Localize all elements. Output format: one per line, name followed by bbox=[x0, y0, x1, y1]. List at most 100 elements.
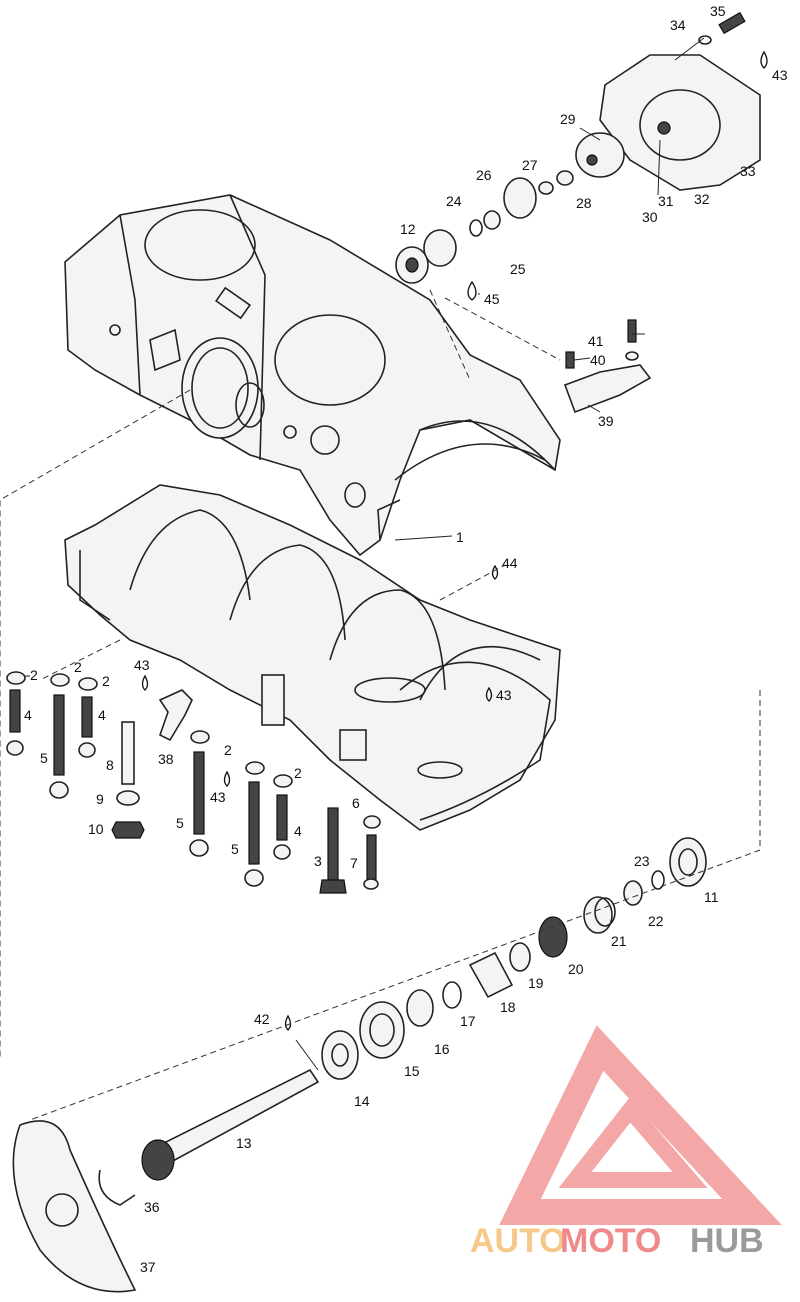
svg-text:HUB: HUB bbox=[690, 1222, 764, 1260]
label-21: 21 bbox=[611, 933, 627, 949]
label-37: 37 bbox=[140, 1259, 156, 1275]
ring-23 bbox=[651, 870, 665, 890]
cover-33 bbox=[599, 54, 761, 191]
bearing-11 bbox=[669, 837, 707, 887]
label-34: 34 bbox=[670, 17, 686, 33]
seal-14 bbox=[321, 1030, 359, 1080]
elbow-fitting-38 bbox=[158, 689, 193, 742]
label-2: 2 bbox=[74, 659, 82, 675]
fastener-cluster-left bbox=[6, 671, 381, 894]
label-26: 26 bbox=[476, 167, 492, 183]
spring-21 bbox=[583, 896, 613, 934]
circlip-36 bbox=[98, 1169, 136, 1206]
bolt-41 bbox=[627, 319, 637, 343]
watermark-logo bbox=[499, 1025, 782, 1225]
seal-26 bbox=[503, 177, 537, 219]
label-4: 4 bbox=[98, 707, 106, 723]
part-labels: 1 2 2 2 2 2 3 4 4 4 5 5 5 6 7 8 9 10 11 … bbox=[24, 3, 788, 1275]
label-2: 2 bbox=[294, 765, 302, 781]
bolt-7 bbox=[366, 834, 377, 881]
leader-lines bbox=[24, 37, 705, 1071]
label-24: 24 bbox=[446, 193, 462, 209]
label-4: 4 bbox=[24, 707, 32, 723]
label-5: 5 bbox=[231, 841, 239, 857]
label-14: 14 bbox=[354, 1093, 370, 1109]
bolt-3 bbox=[327, 807, 339, 881]
bolt-35 bbox=[718, 11, 746, 35]
bracket-39 bbox=[563, 364, 652, 414]
shaft-assembly bbox=[12, 837, 707, 1293]
label-30: 30 bbox=[642, 209, 658, 225]
label-16: 16 bbox=[434, 1041, 450, 1057]
bolt-40 bbox=[565, 351, 575, 369]
label-13: 13 bbox=[236, 1135, 252, 1151]
label-8: 8 bbox=[106, 757, 114, 773]
label-19: 19 bbox=[528, 975, 544, 991]
label-11: 11 bbox=[704, 889, 719, 905]
label-41: 41 bbox=[588, 333, 604, 349]
cover-37 bbox=[12, 1120, 137, 1293]
label-45: 45 bbox=[484, 291, 500, 307]
label-15: 15 bbox=[404, 1063, 420, 1079]
label-5: 5 bbox=[176, 815, 184, 831]
label-43: 43 bbox=[134, 657, 150, 673]
label-44: 44 bbox=[502, 555, 518, 571]
dashed-guide-lines bbox=[0, 289, 761, 1121]
gear-20 bbox=[538, 916, 568, 958]
label-6: 6 bbox=[352, 795, 360, 811]
shaft-13 bbox=[148, 1068, 320, 1170]
label-23: 23 bbox=[634, 853, 650, 869]
stud-8 bbox=[121, 721, 135, 785]
lower-crankcase bbox=[64, 484, 561, 831]
pump-assembly bbox=[395, 11, 761, 414]
label-2: 2 bbox=[102, 673, 110, 689]
upper-crankcase bbox=[64, 194, 561, 557]
label-29: 29 bbox=[560, 111, 576, 127]
bolt-4 bbox=[9, 689, 21, 733]
label-9: 9 bbox=[96, 791, 104, 807]
label-3: 3 bbox=[314, 853, 322, 869]
label-12: 12 bbox=[400, 221, 416, 237]
label-22: 22 bbox=[648, 913, 664, 929]
washer-34 bbox=[698, 35, 712, 45]
washer-2 bbox=[6, 671, 26, 685]
svg-text:MOTO: MOTO bbox=[560, 1222, 661, 1260]
label-28: 28 bbox=[576, 195, 592, 211]
watermark-text: AUTO MOTO HUB bbox=[470, 1222, 764, 1260]
sleeve-18 bbox=[468, 951, 514, 999]
label-39: 39 bbox=[598, 413, 614, 429]
label-7: 7 bbox=[350, 855, 358, 871]
label-2: 2 bbox=[30, 667, 38, 683]
label-43: 43 bbox=[496, 687, 512, 703]
label-2: 2 bbox=[224, 742, 232, 758]
lockwasher-9 bbox=[116, 790, 140, 806]
seal-16 bbox=[406, 989, 434, 1027]
label-4: 4 bbox=[294, 823, 302, 839]
label-38: 38 bbox=[158, 751, 174, 767]
label-36: 36 bbox=[144, 1199, 160, 1215]
bearing-15 bbox=[359, 1001, 405, 1059]
label-20: 20 bbox=[568, 961, 584, 977]
ring-24 bbox=[469, 219, 483, 237]
impeller-29 bbox=[575, 132, 625, 178]
label-33: 33 bbox=[740, 163, 756, 179]
svg-text:AUTO: AUTO bbox=[470, 1222, 566, 1260]
label-5: 5 bbox=[40, 750, 48, 766]
washer-28 bbox=[556, 170, 574, 186]
label-25: 25 bbox=[510, 261, 526, 277]
label-43: 43 bbox=[210, 789, 226, 805]
label-10: 10 bbox=[88, 821, 104, 837]
label-32: 32 bbox=[694, 191, 710, 207]
label-1: 1 bbox=[456, 529, 464, 545]
label-18: 18 bbox=[500, 999, 516, 1015]
label-40: 40 bbox=[590, 352, 606, 368]
washer-22 bbox=[623, 880, 643, 906]
nut-31 bbox=[657, 121, 671, 135]
ring-17 bbox=[442, 981, 462, 1009]
seal-25 bbox=[423, 229, 457, 267]
label-31: 31 bbox=[658, 193, 674, 209]
nut-10 bbox=[111, 821, 145, 839]
label-27: 27 bbox=[522, 157, 538, 173]
sealant-drops bbox=[141, 50, 768, 1031]
